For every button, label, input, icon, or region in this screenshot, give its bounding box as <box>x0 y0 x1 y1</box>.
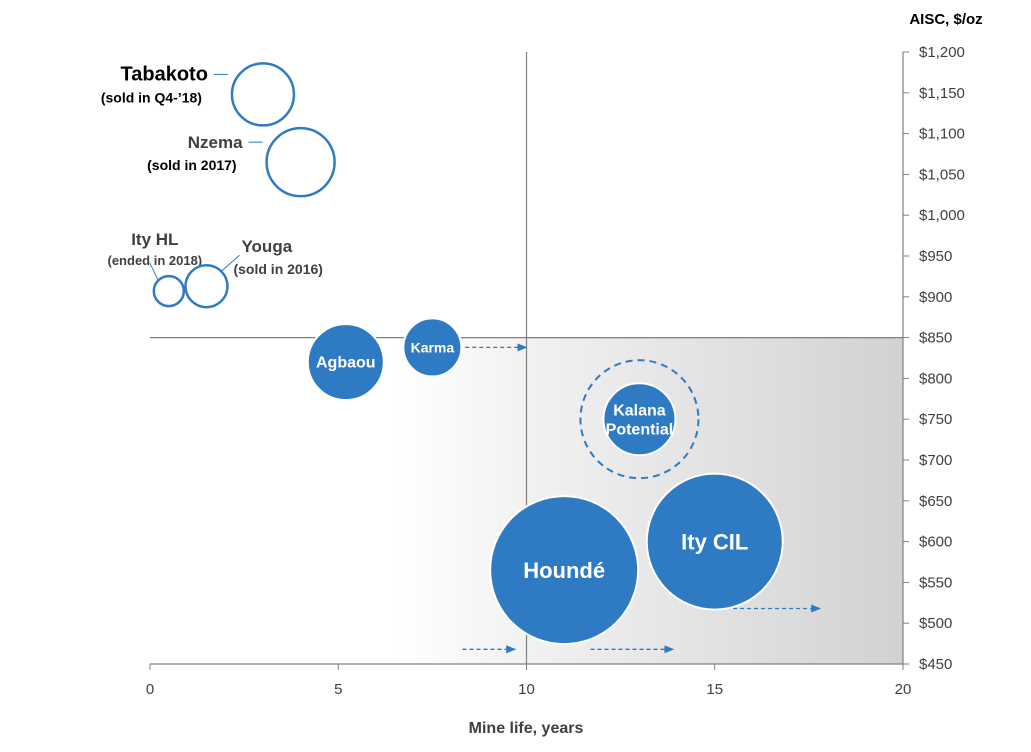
x-tick-label: 0 <box>146 681 154 698</box>
y-tick-label: $450 <box>919 656 952 673</box>
bubble-note-label: (sold in 2016) <box>233 261 322 277</box>
x-tick-label: 10 <box>518 681 535 698</box>
bubble-label: Ity CIL <box>681 529 748 554</box>
y-tick-label: $550 <box>919 574 952 591</box>
bubble-name-label: Nzema <box>188 133 243 152</box>
y-tick-label: $1,200 <box>919 44 965 61</box>
y-tick-label: $700 <box>919 452 952 469</box>
x-tick-label: 5 <box>334 681 342 698</box>
bubble-label: Potential <box>606 421 674 438</box>
bubble-note-label: (sold in Q4-’18) <box>101 89 202 105</box>
label-connector <box>220 254 240 272</box>
bubble-label: Houndé <box>523 558 605 583</box>
bubble-note-label: (ended in 2018) <box>108 253 203 268</box>
bubble-name-label: Youga <box>241 237 292 256</box>
y-axis-label: AISC, $/oz <box>909 11 982 28</box>
bubble-label: Karma <box>411 339 455 355</box>
y-tick-label: $500 <box>919 615 952 632</box>
bubble-operating <box>489 495 640 646</box>
axes: 0 5 10 15 20 $450 $500 $550 $600 $650 $700 $750 $800… <box>146 44 965 698</box>
bubble-divested <box>184 263 229 309</box>
x-tick-label: 15 <box>706 681 723 698</box>
bubble-operating <box>602 382 677 457</box>
y-tick-label: $800 <box>919 370 952 387</box>
bubble-note-label: (sold in 2017) <box>147 157 236 173</box>
x-axis-label: Mine life, years <box>469 720 584 737</box>
y-tick-label: $650 <box>919 493 952 510</box>
bubble-operating <box>306 323 385 402</box>
y-tick-label: $900 <box>919 289 952 306</box>
y-tick-label: $1,150 <box>919 85 965 102</box>
bubble-divested <box>152 274 186 308</box>
arrows <box>451 343 822 654</box>
bubble-divested <box>265 126 336 198</box>
bubble-label: Kalana <box>613 402 666 419</box>
bubble-operating <box>402 317 463 378</box>
x-tick-label: 20 <box>895 681 912 698</box>
potential-ring <box>579 359 700 480</box>
y-tick-label: $1,100 <box>919 126 965 143</box>
label-connector <box>149 262 159 281</box>
bubble-name-label: Tabakoto <box>121 63 208 85</box>
y-tick-label: $850 <box>919 330 952 347</box>
y-tick-label: $750 <box>919 411 952 428</box>
y-tick-label: $1,050 <box>919 166 965 183</box>
labels: AISC, $/oz Mine life, years <box>469 11 983 737</box>
y-tick-label: $950 <box>919 248 952 265</box>
y-tick-label: $600 <box>919 534 952 551</box>
y-tick-label: $1,000 <box>919 207 965 224</box>
bubble-operating <box>645 472 784 611</box>
bubble-name-label: Ity HL <box>131 230 178 249</box>
bubbles: Tabakoto (sold in Q4-’18) Nzema (sold in 20… <box>101 62 784 646</box>
bubble-label: Agbaou <box>316 355 376 372</box>
bubble-divested <box>230 62 296 127</box>
